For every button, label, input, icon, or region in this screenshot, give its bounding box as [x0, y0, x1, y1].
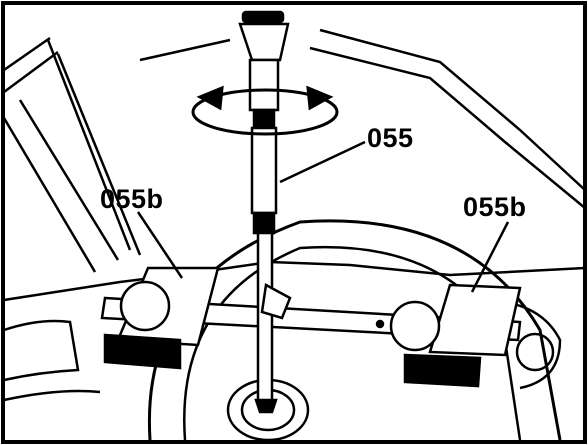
- left-trim: [3, 319, 101, 402]
- label-bracket-right: 055b: [463, 192, 527, 222]
- bracket-left: [103, 266, 220, 370]
- tool-055: [238, 10, 292, 414]
- bracket-right: [389, 283, 522, 388]
- label-tool-055: 055: [367, 123, 414, 153]
- rotation-arrow-icon: [191, 85, 339, 136]
- label-bracket-left: 055b: [100, 184, 164, 214]
- leader-lines: [136, 140, 510, 293]
- windshield-frame: [2, 28, 586, 273]
